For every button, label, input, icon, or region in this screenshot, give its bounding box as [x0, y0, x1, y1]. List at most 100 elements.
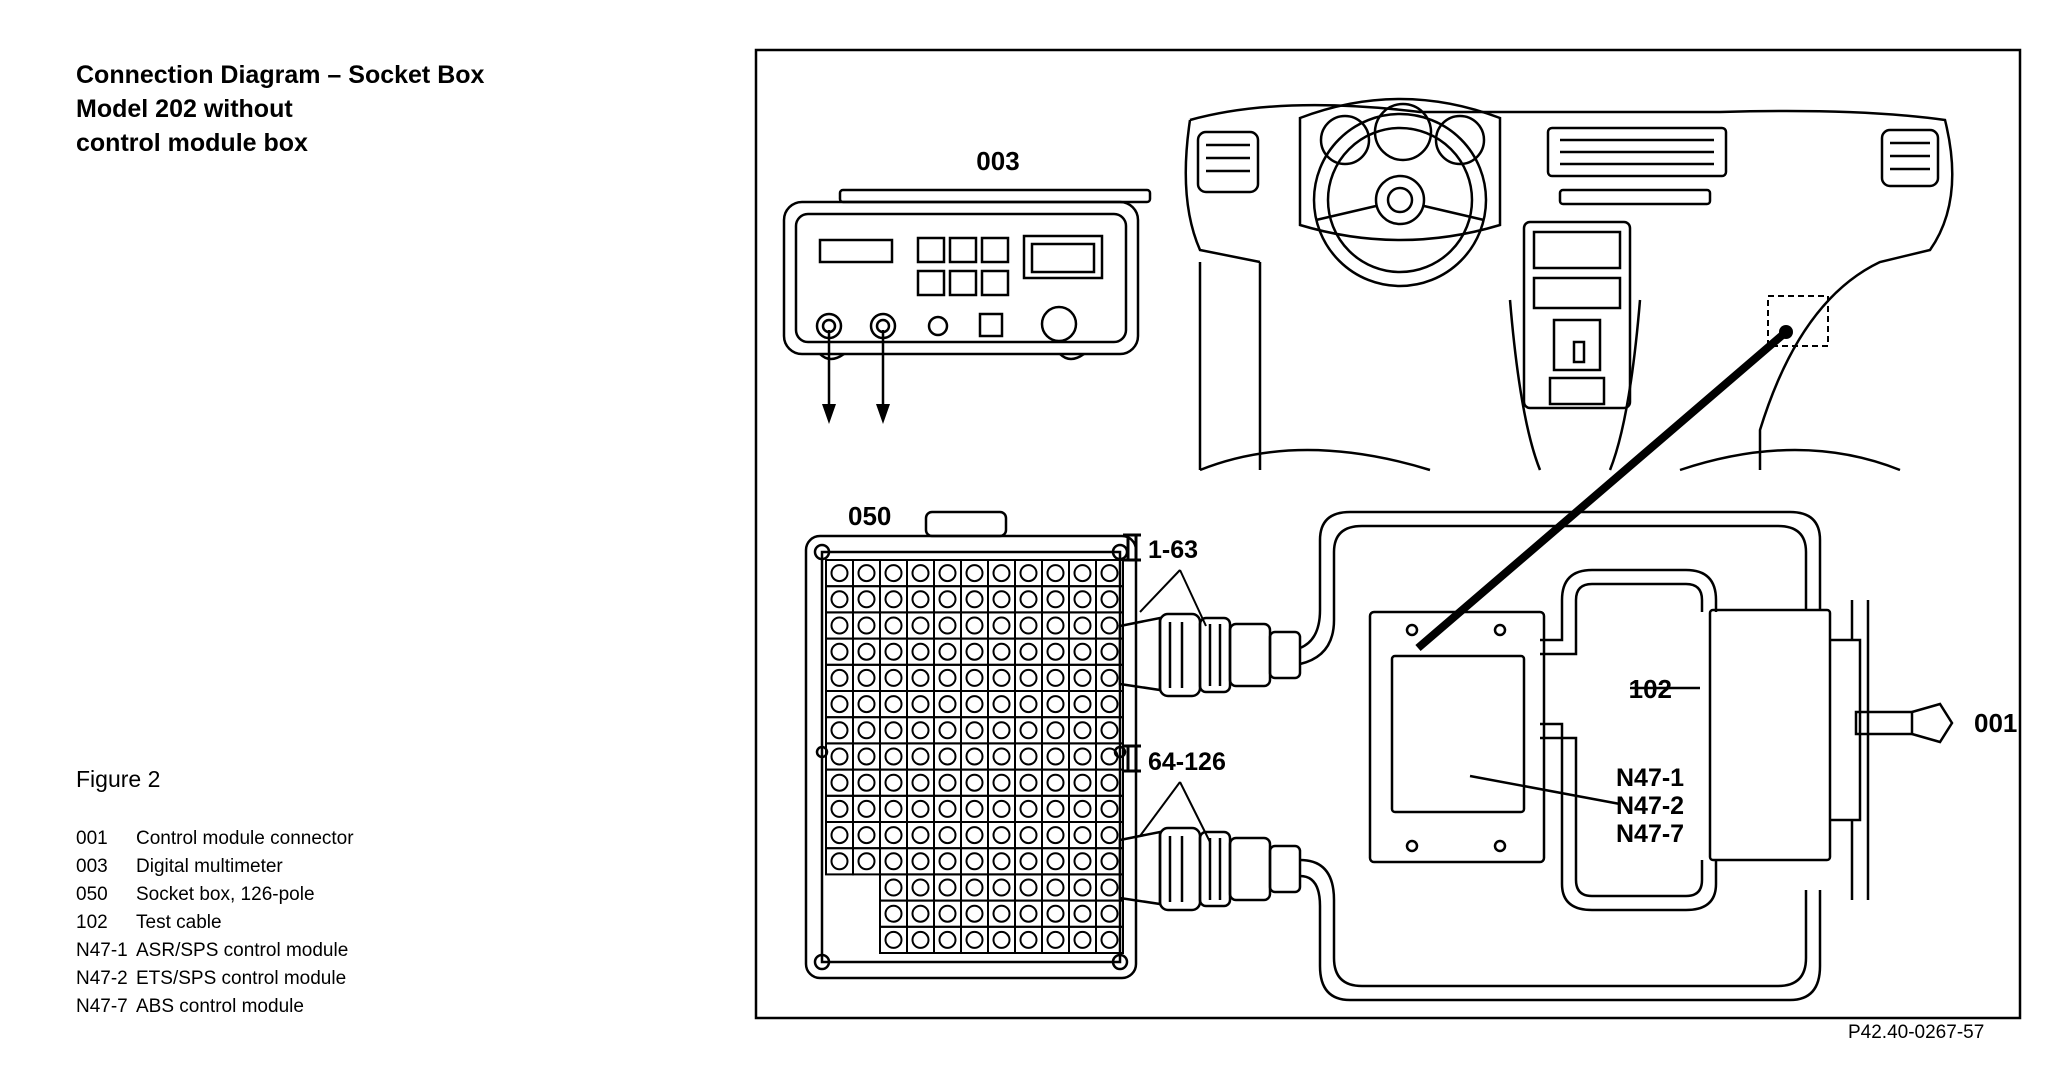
- socket-cell: [987, 899, 1016, 928]
- roman-numeral-ii-icon: [1123, 533, 1141, 562]
- socket-hole: [1019, 773, 1038, 792]
- socket-hole: [1019, 852, 1038, 871]
- socket-cell: [1068, 637, 1097, 666]
- legend-code: 003: [76, 856, 108, 877]
- socket-hole: [1019, 904, 1038, 923]
- socket-hole: [1019, 564, 1038, 583]
- socket-hole: [830, 564, 849, 583]
- socket-cell: [1068, 716, 1097, 745]
- socket-hole: [1100, 747, 1119, 766]
- label-n47-1: N47-1: [1616, 764, 1684, 792]
- socket-cell: [825, 637, 854, 666]
- socket-cell: [987, 637, 1016, 666]
- socket-hole: [911, 878, 930, 897]
- socket-hole: [884, 773, 903, 792]
- socket-hole: [884, 930, 903, 949]
- socket-cell: [825, 663, 854, 692]
- socket-cell: [852, 821, 881, 850]
- socket-cell: [987, 847, 1016, 876]
- socket-hole: [830, 616, 849, 635]
- socket-hole: [992, 590, 1011, 609]
- socket-cell: [879, 768, 908, 797]
- socket-hole: [1073, 826, 1092, 845]
- socket-cell: [1041, 847, 1070, 876]
- socket-hole: [884, 878, 903, 897]
- legend-text: ASR/SPS control module: [136, 940, 349, 961]
- socket-hole: [1073, 930, 1092, 949]
- socket-hole: [911, 773, 930, 792]
- socket-cell: [879, 637, 908, 666]
- socket-cell: [1041, 663, 1070, 692]
- socket-hole: [938, 668, 957, 687]
- socket-hole: [857, 616, 876, 635]
- socket-hole: [1100, 721, 1119, 740]
- label-001: 001: [1974, 708, 2017, 738]
- socket-cell: [933, 873, 962, 902]
- socket-hole: [1100, 668, 1119, 687]
- socket-hole: [965, 826, 984, 845]
- socket-grid: [825, 559, 1124, 954]
- socket-cell: [879, 611, 908, 640]
- socket-hole: [938, 642, 957, 661]
- socket-hole: [1019, 590, 1038, 609]
- legend-code: N47-1: [76, 940, 128, 961]
- socket-hole: [1046, 878, 1065, 897]
- socket-hole: [1073, 564, 1092, 583]
- socket-hole: [1100, 773, 1119, 792]
- socket-hole: [884, 564, 903, 583]
- socket-hole: [911, 642, 930, 661]
- socket-hole: [938, 616, 957, 635]
- socket-cell: [1014, 873, 1043, 902]
- socket-hole: [965, 721, 984, 740]
- socket-hole: [1019, 642, 1038, 661]
- diagram-frame: [754, 48, 2022, 1020]
- socket-cell: [1041, 690, 1070, 719]
- control-module-location-marker: [1767, 295, 1829, 347]
- socket-cell: [1068, 768, 1097, 797]
- socket-cell: [879, 821, 908, 850]
- socket-hole: [857, 773, 876, 792]
- socket-cell: [960, 899, 989, 928]
- socket-cell: [879, 559, 908, 588]
- socket-hole: [1073, 695, 1092, 714]
- socket-cell: [987, 873, 1016, 902]
- socket-hole: [938, 799, 957, 818]
- socket-cell: [1068, 821, 1097, 850]
- socket-cell: [906, 794, 935, 823]
- socket-hole: [884, 616, 903, 635]
- socket-cell: [852, 663, 881, 692]
- socket-hole: [1100, 878, 1119, 897]
- socket-cell: [1014, 899, 1043, 928]
- socket-hole: [911, 904, 930, 923]
- socket-cell: [852, 768, 881, 797]
- socket-hole: [938, 773, 957, 792]
- socket-cell: [906, 559, 935, 588]
- socket-hole: [857, 695, 876, 714]
- socket-cell: [933, 847, 962, 876]
- socket-hole: [1100, 642, 1119, 661]
- socket-hole: [992, 668, 1011, 687]
- socket-cell: [852, 847, 881, 876]
- socket-cell: [1014, 559, 1043, 588]
- lower-connector: [1118, 826, 1302, 912]
- socket-hole: [911, 826, 930, 845]
- socket-cell: [852, 611, 881, 640]
- socket-hole: [992, 642, 1011, 661]
- socket-hole: [884, 695, 903, 714]
- socket-hole: [911, 721, 930, 740]
- socket-hole: [1046, 590, 1065, 609]
- socket-hole: [857, 852, 876, 871]
- socket-hole: [1046, 747, 1065, 766]
- label-102: 102: [1629, 674, 1672, 704]
- socket-cell: [1068, 794, 1097, 823]
- socket-hole: [857, 590, 876, 609]
- socket-cell: [1041, 925, 1070, 954]
- socket-hole: [1019, 721, 1038, 740]
- legend-text: Digital multimeter: [136, 856, 283, 877]
- socket-cell: [987, 559, 1016, 588]
- socket-cell: [852, 794, 881, 823]
- socket-cell: [960, 637, 989, 666]
- socket-cell: [825, 742, 854, 771]
- socket-cell: [1014, 611, 1043, 640]
- socket-cell: [852, 585, 881, 614]
